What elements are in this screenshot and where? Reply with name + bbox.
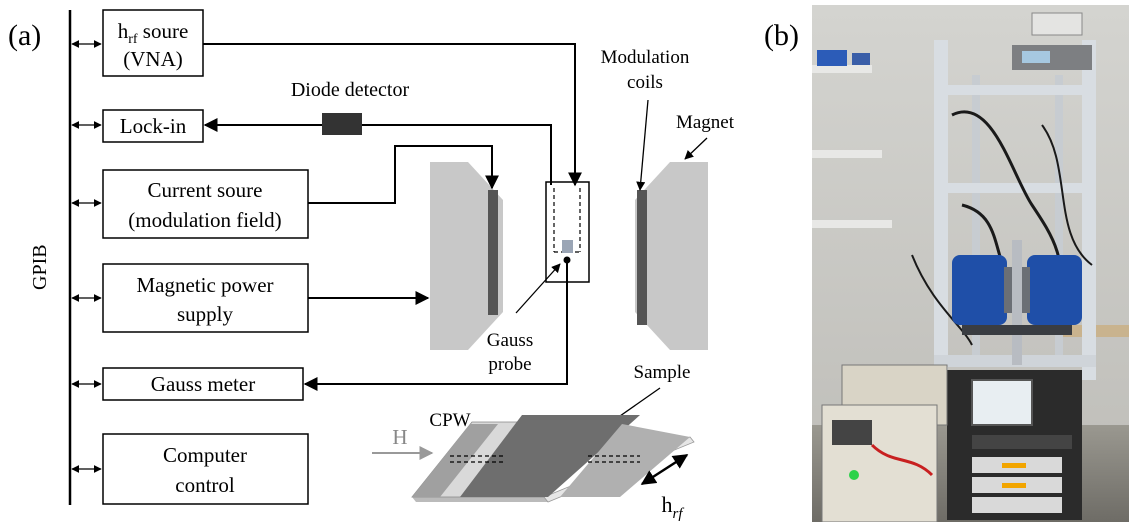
setup-photo-illustration — [812, 5, 1129, 522]
panel-a-tag: (a) — [8, 19, 41, 52]
gauss-meter-label: Gauss meter — [151, 372, 255, 396]
setup-photo — [812, 5, 1129, 522]
field-label: H — [392, 425, 407, 449]
lockin-box: Lock-in — [102, 109, 204, 143]
hrf-arrow — [640, 453, 689, 486]
gpib-label: GPIB — [29, 244, 51, 290]
diode-label: Diode detector — [291, 79, 410, 101]
magnetic-supply-box: Magnetic power supply — [102, 263, 309, 333]
hrf-source-sublabel: (VNA) — [123, 47, 182, 71]
computer-box: Computer control — [102, 433, 309, 505]
current-source-label: Current soure — [148, 178, 263, 202]
cpw-structure — [411, 415, 695, 503]
hrf-source-box: hrf soure (VNA) — [102, 9, 204, 77]
bus-connectors — [71, 40, 102, 473]
hrf-label: hrf — [661, 492, 684, 522]
magnet-left — [430, 162, 503, 350]
cpw-label: CPW — [429, 410, 470, 431]
modulation-coils-label: Modulation — [601, 47, 690, 68]
lockin-label: Lock-in — [120, 114, 187, 138]
magnetic-supply-label: Magnetic power — [136, 273, 273, 297]
magnet-label: Magnet — [676, 112, 735, 133]
computer-sublabel: control — [175, 473, 235, 497]
sample-label: Sample — [634, 362, 691, 383]
gauss-probe-sublabel: probe — [488, 354, 531, 375]
wiring — [203, 43, 708, 431]
gauss-probe-label: Gauss — [487, 330, 533, 351]
current-source-sublabel: (modulation field) — [128, 208, 281, 232]
diode-detector — [322, 113, 362, 135]
gauss-meter-box: Gauss meter — [102, 367, 304, 401]
panel-b-tag: (b) — [764, 19, 799, 52]
magnetic-supply-sublabel: supply — [177, 302, 234, 326]
magnet-right — [635, 162, 708, 350]
modulation-coils-sublabel: coils — [627, 72, 663, 93]
computer-label: Computer — [163, 443, 247, 467]
hrf-source-label: hrf soure — [118, 19, 189, 47]
current-source-box: Current soure (modulation field) — [102, 169, 309, 239]
